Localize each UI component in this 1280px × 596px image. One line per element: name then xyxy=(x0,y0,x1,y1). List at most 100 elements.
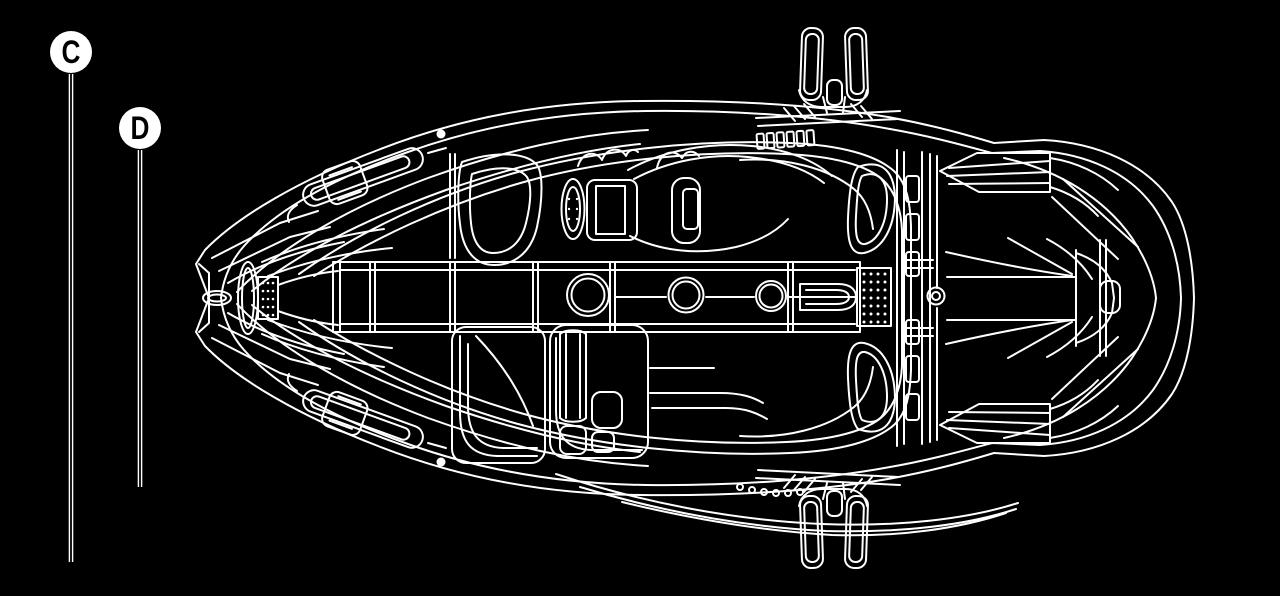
bow-pad-dots xyxy=(261,281,275,317)
handle-tail-curve xyxy=(286,204,298,223)
bow-chine-line xyxy=(211,210,319,259)
seat-pocket xyxy=(591,391,623,429)
pylon-post xyxy=(799,26,824,102)
bumper-brace xyxy=(1051,178,1139,260)
hull-outer-edge xyxy=(195,99,1195,299)
windshield-inner xyxy=(633,154,825,184)
pylon-post xyxy=(844,26,869,102)
headrest-strip xyxy=(559,333,587,419)
seat-contour xyxy=(459,335,538,457)
seat-contour xyxy=(467,343,538,449)
marker-circle-c xyxy=(50,31,92,73)
pylon-base-lines xyxy=(822,96,846,114)
platform-diagonal xyxy=(1007,237,1073,275)
hull-symmetric-details xyxy=(195,26,1195,299)
transom-lines xyxy=(896,149,938,299)
bow-flare-lines xyxy=(277,270,339,326)
cupholder xyxy=(566,273,610,317)
driver-seat xyxy=(451,326,546,464)
jet-pump-area xyxy=(946,239,1121,357)
deck-light-dot xyxy=(436,129,446,139)
passenger-seat xyxy=(549,324,649,459)
hull-rub-rail xyxy=(220,109,1182,299)
bow-eye-inner xyxy=(207,293,227,303)
seat-pocket xyxy=(591,431,615,453)
transom-latch xyxy=(905,251,920,277)
marker-circle-d xyxy=(119,107,161,149)
step-bumper-connector xyxy=(1049,157,1119,217)
handle-bracket xyxy=(321,160,369,206)
dimension-marker-c: C xyxy=(50,31,92,562)
bow-eye xyxy=(202,290,232,306)
console-scallops xyxy=(656,150,700,169)
aft-deck-lines xyxy=(649,367,768,420)
deck-sweep-line xyxy=(236,129,649,293)
boat-drawing xyxy=(195,26,1195,570)
pylon-base xyxy=(798,89,868,108)
gauge-panel xyxy=(586,179,638,241)
pad-dots xyxy=(862,272,887,324)
floor-inner-lines xyxy=(339,269,856,325)
handle-bracket-lines xyxy=(328,166,362,201)
transom-latch xyxy=(905,175,920,203)
console-scallops xyxy=(577,148,639,167)
tow-eye xyxy=(926,286,946,306)
bow-notch xyxy=(198,263,210,299)
bow-hatch-oval-inner xyxy=(241,267,255,329)
marker-label-d: D xyxy=(131,112,150,147)
pump-housing-lines xyxy=(1075,239,1107,357)
lower-hull-sweeps xyxy=(555,473,1019,537)
gunwale-grab-handle xyxy=(302,147,424,207)
console-surround xyxy=(629,218,789,253)
transom-latch xyxy=(905,213,920,241)
engine-hatch-arc xyxy=(739,158,874,230)
walkthrough-floor xyxy=(332,261,861,333)
vent-grille xyxy=(755,129,816,150)
bumper-panel xyxy=(1075,252,1115,299)
seat-pocket xyxy=(559,425,587,455)
lower-seam-grille xyxy=(736,483,804,497)
helm-console xyxy=(560,129,833,253)
marker-label-c: C xyxy=(62,36,81,71)
platform-center-band xyxy=(946,276,1077,321)
dimension-marker-d: D xyxy=(119,107,161,487)
speaker xyxy=(560,178,586,240)
seat-crease xyxy=(475,335,534,427)
pylon-post-inner xyxy=(848,32,865,95)
stern-bumper-inner xyxy=(1003,157,1157,299)
deck-seam xyxy=(267,247,393,277)
pylon-post-inner xyxy=(803,33,820,96)
transom-hinge-pair xyxy=(902,259,934,269)
seat-latch-tongue xyxy=(799,283,857,311)
deck-sweep-line xyxy=(251,143,641,292)
steering-pod xyxy=(671,177,701,244)
hull-mirrored-half xyxy=(195,297,1195,570)
windshield-outer xyxy=(627,144,833,177)
speaker-dots xyxy=(567,197,579,221)
platform-diagonal xyxy=(945,251,1073,277)
fuel-filler-cap xyxy=(755,280,787,312)
tow-pylon xyxy=(798,26,869,114)
backrest-divider xyxy=(449,153,456,259)
cockpit-centerline-details xyxy=(202,129,1121,537)
bench-bolster-inner xyxy=(854,173,888,246)
bow-fittings xyxy=(202,261,339,335)
handle-tip-line xyxy=(427,147,447,154)
cockpit-rim-outer xyxy=(298,141,912,299)
bow-traction-pad xyxy=(257,276,279,320)
seat-contour xyxy=(555,337,643,451)
handle-grip-inner xyxy=(309,155,411,201)
bumper-brace-arc xyxy=(1046,238,1093,280)
deck-edge-pair xyxy=(755,110,901,127)
transom-traction-pad xyxy=(856,267,892,327)
floor-outline xyxy=(332,261,861,333)
bow-chine-line xyxy=(218,226,331,272)
deck-hatch-ticks xyxy=(783,103,873,122)
headrest-caps xyxy=(559,329,587,423)
deck-seam xyxy=(261,228,385,263)
gauge-screen xyxy=(595,185,626,235)
swim-step-treads xyxy=(946,160,1051,185)
bench-bolster-outer xyxy=(846,163,896,255)
cupholder xyxy=(667,276,705,314)
